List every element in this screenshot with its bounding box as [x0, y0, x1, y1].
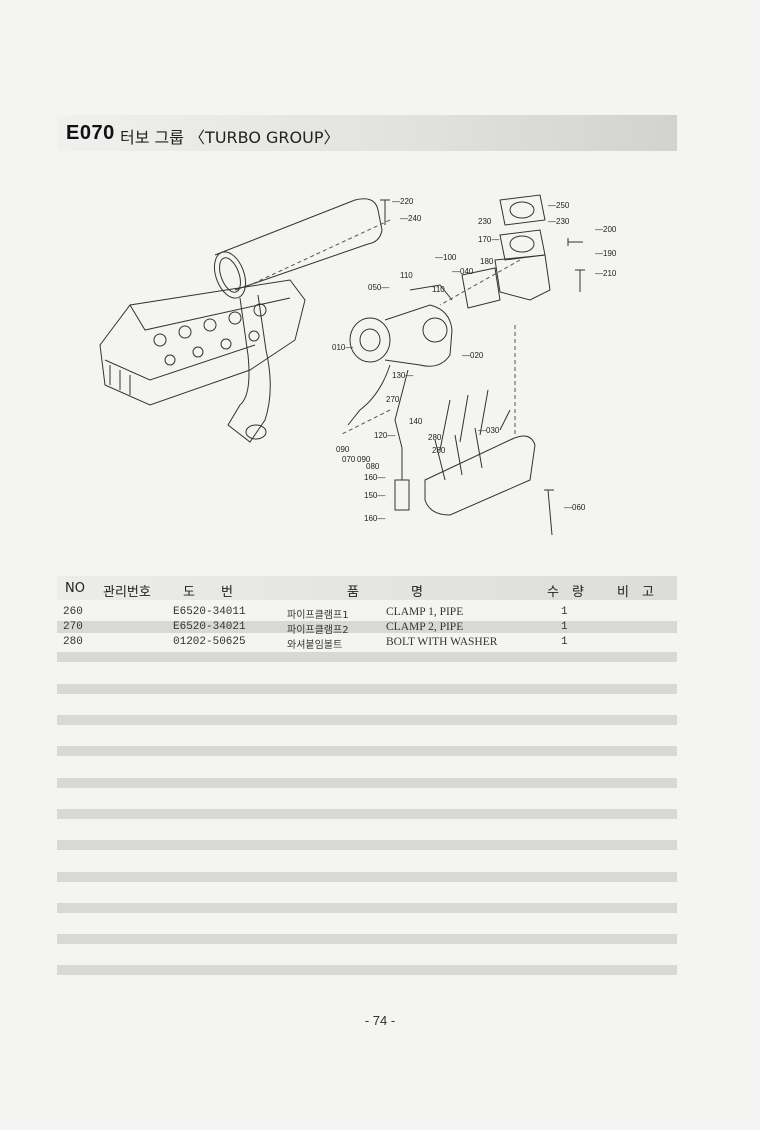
- row-stripe: [57, 778, 677, 788]
- row-stripe: [57, 715, 677, 725]
- row-qty: 1: [561, 606, 568, 618]
- svg-text:070: 070: [342, 455, 356, 464]
- svg-text:—190: —190: [595, 249, 617, 258]
- engine-head-illustration: [99, 279, 306, 406]
- svg-text:050—: 050—: [368, 283, 389, 292]
- row-part-number: E6520-34011: [173, 606, 246, 618]
- row-name-en: CLAMP 1, PIPE: [386, 606, 464, 618]
- row-name-en: CLAMP 2, PIPE: [386, 621, 464, 633]
- table-row: 260 E6520-34011 파이프클램프1 CLAMP 1, PIPE 1: [57, 606, 677, 621]
- row-no: 270: [63, 621, 83, 633]
- svg-text:—210: —210: [595, 269, 617, 278]
- svg-text:230: 230: [478, 217, 492, 226]
- section-title: 터보 그룹 〈TURBO GROUP〉: [120, 128, 340, 147]
- row-name-kr: 파이프클램프1: [287, 610, 349, 621]
- row-stripe: [57, 746, 677, 756]
- row-stripe: [57, 684, 677, 694]
- turbocharger-illustration: [349, 284, 453, 367]
- col-remark: 비 고: [617, 585, 654, 600]
- svg-text:—040: —040: [452, 267, 474, 276]
- row-stripe: [57, 809, 677, 819]
- section-title-bar: E070 터보 그룹 〈TURBO GROUP〉: [57, 115, 677, 151]
- svg-text:090: 090: [336, 445, 350, 454]
- col-name-a: 품: [347, 585, 359, 600]
- col-no: NO: [65, 581, 85, 596]
- svg-text:—020: —020: [462, 351, 484, 360]
- svg-text:—060: —060: [564, 503, 586, 512]
- svg-text:090: 090: [357, 455, 371, 464]
- row-no: 280: [63, 636, 83, 648]
- col-drawing-number: 도 번: [183, 585, 233, 600]
- svg-text:—250: —250: [548, 201, 570, 210]
- svg-text:—100: —100: [435, 253, 457, 262]
- svg-text:180: 180: [480, 257, 494, 266]
- bolt-illustration: [380, 199, 585, 536]
- svg-text:080: 080: [366, 462, 380, 471]
- row-name-kr: 와셔붙임볼트: [287, 640, 343, 651]
- row-stripe: [57, 621, 677, 633]
- row-name-kr: 파이프클램프2: [287, 625, 349, 636]
- svg-text:270: 270: [386, 395, 400, 404]
- svg-text:170—: 170—: [478, 235, 499, 244]
- col-qty: 수 량: [547, 585, 584, 600]
- row-stripe: [57, 840, 677, 850]
- svg-text:010—: 010—: [332, 343, 353, 352]
- svg-text:280: 280: [432, 446, 446, 455]
- svg-text:130—: 130—: [392, 371, 413, 380]
- row-stripe: [57, 903, 677, 913]
- exhaust-manifold-illustration: [424, 389, 536, 516]
- row-qty: 1: [561, 621, 568, 633]
- row-name-en: BOLT WITH WASHER: [386, 636, 498, 648]
- turbo-group-exploded-diagram: —220 —240 —250 230 —230 —200 170— —190 —…: [99, 194, 617, 536]
- svg-text:110: 110: [400, 271, 413, 280]
- row-part-number: 01202-50625: [173, 636, 246, 648]
- svg-text:120—: 120—: [374, 431, 395, 440]
- svg-text:—030: —030: [478, 426, 500, 435]
- svg-text:—200: —200: [595, 225, 617, 234]
- svg-text:140: 140: [409, 417, 423, 426]
- page-number: - 74 -: [364, 1013, 396, 1028]
- table-header: NO 관리번호 도 번 품 명 수 량 비 고: [57, 576, 677, 600]
- intake-pipe-illustration: [213, 198, 383, 443]
- col-name-b: 명: [411, 585, 423, 600]
- row-stripe: [57, 934, 677, 944]
- svg-text:—240: —240: [400, 214, 422, 223]
- parts-table: NO 관리번호 도 번 품 명 수 량 비 고 260 E6520-34011 …: [57, 576, 677, 975]
- svg-text:160—: 160—: [364, 473, 385, 482]
- svg-text:150—: 150—: [364, 491, 385, 500]
- table-row: 280 01202-50625 와셔붙임볼트 BOLT WITH WASHER …: [57, 636, 677, 651]
- table-row: 270 E6520-34021 파이프클램프2 CLAMP 2, PIPE 1: [57, 621, 677, 636]
- row-no: 260: [63, 606, 83, 618]
- exhaust-elbow-illustration: [461, 194, 551, 309]
- row-stripe: [57, 872, 677, 882]
- svg-text:—220: —220: [392, 197, 414, 206]
- callout-labels: —220 —240 —250 230 —230 —200 170— —190 —…: [332, 197, 617, 523]
- section-code: E070: [66, 122, 115, 144]
- row-stripe: [57, 652, 677, 662]
- oil-pipe-illustration: [347, 364, 410, 511]
- col-mgmt-number: 관리번호: [103, 585, 151, 600]
- row-part-number: E6520-34021: [173, 621, 246, 633]
- row-qty: 1: [561, 636, 568, 648]
- svg-text:280: 280: [428, 433, 442, 442]
- svg-text:110: 110: [432, 285, 445, 294]
- svg-text:160—: 160—: [364, 514, 385, 523]
- row-stripe: [57, 965, 677, 975]
- svg-text:—230: —230: [548, 217, 570, 226]
